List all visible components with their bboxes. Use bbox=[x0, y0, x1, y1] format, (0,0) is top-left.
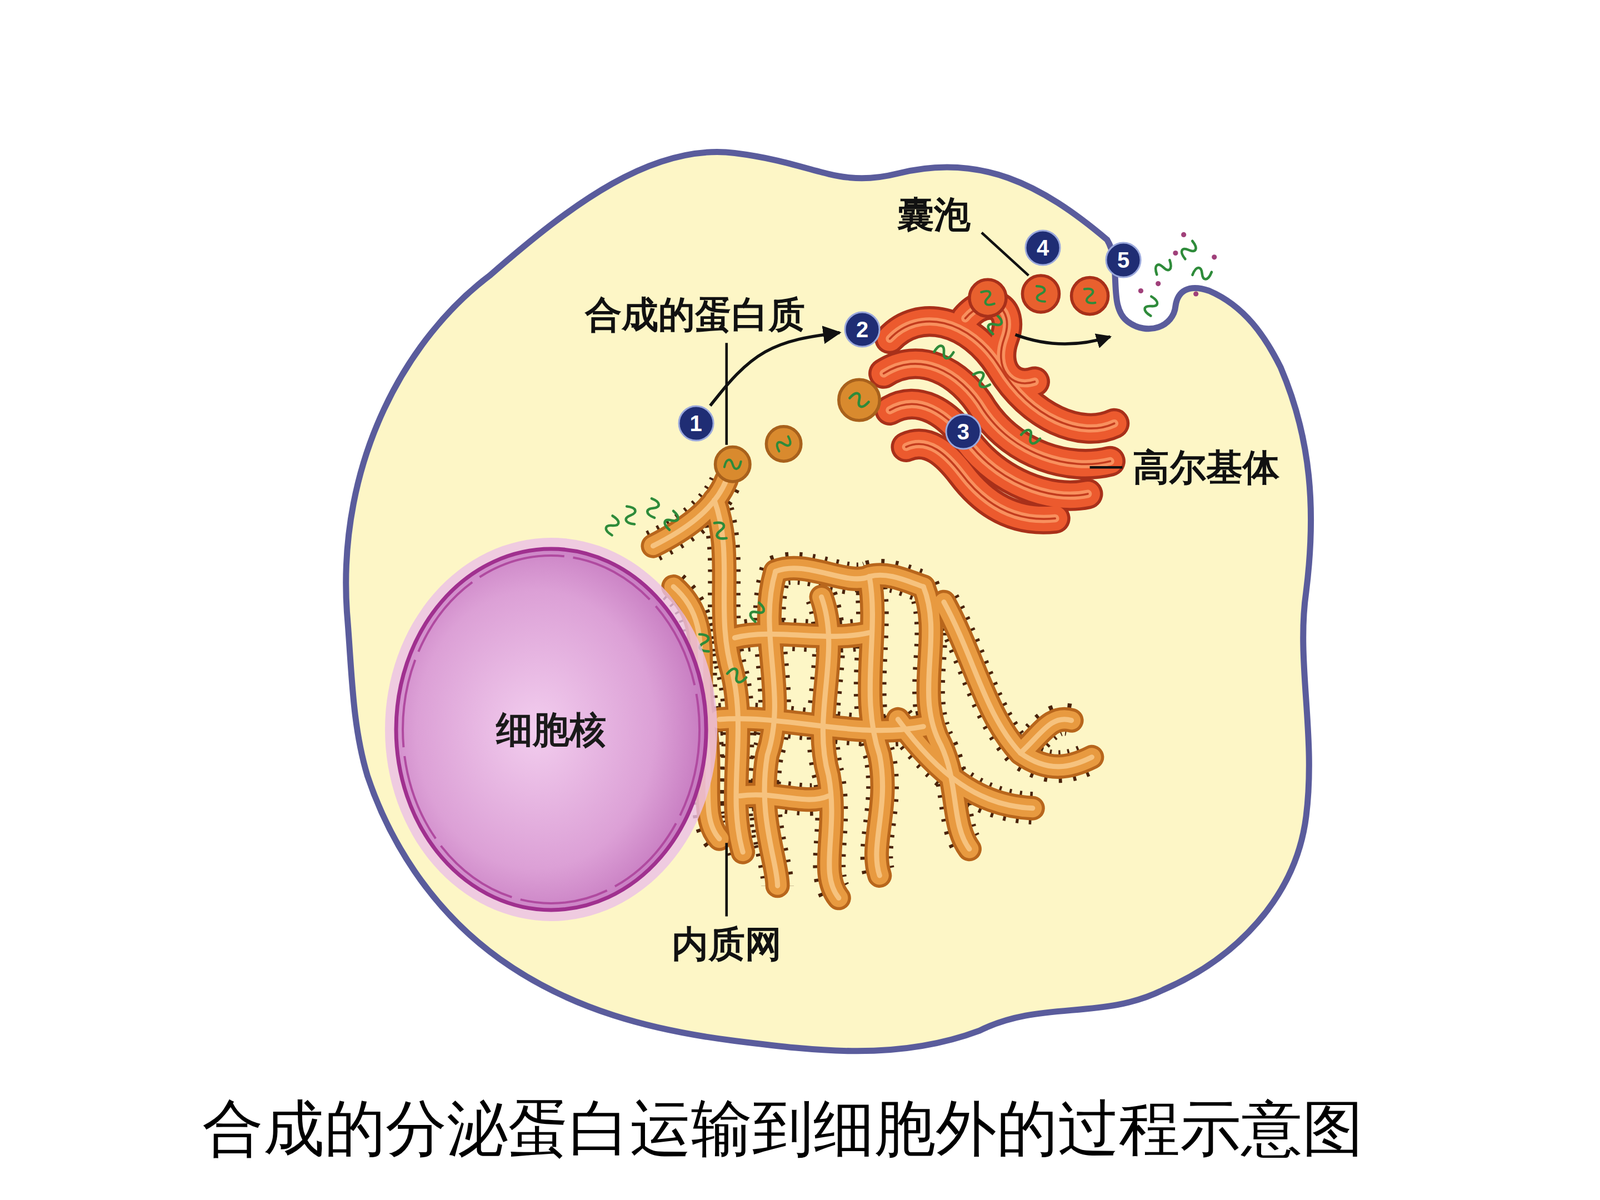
badge-circle bbox=[946, 414, 981, 449]
protein-chain bbox=[1020, 427, 1042, 446]
callout-number: 2 bbox=[856, 318, 869, 341]
part-label: 囊泡 bbox=[897, 193, 971, 235]
golgi-apparatus bbox=[883, 304, 1115, 519]
secreted-particle bbox=[1211, 254, 1217, 260]
er-vesicle bbox=[838, 379, 880, 420]
er-outline bbox=[653, 479, 1093, 898]
protein-chain bbox=[662, 510, 680, 532]
golgi-vesicle bbox=[1022, 275, 1059, 313]
node-outline bbox=[1105, 241, 1142, 279]
node-text-group: 5 bbox=[1117, 248, 1130, 272]
leader-line bbox=[981, 232, 1029, 276]
node-outline bbox=[677, 405, 715, 442]
badge-circle bbox=[678, 406, 714, 441]
node-text-group: 细胞核 bbox=[496, 709, 607, 750]
nucleus-shape: 细胞核 bbox=[382, 535, 720, 924]
endoplasmic-reticulum bbox=[653, 479, 1093, 898]
figure-caption: 合成的分泌蛋白运输到细胞外的过程示意图 bbox=[202, 1093, 1364, 1162]
leader-line bbox=[1090, 466, 1123, 469]
protein-chain bbox=[697, 632, 712, 653]
er-highlight bbox=[653, 479, 1093, 898]
transport-arrow bbox=[710, 332, 840, 406]
nucleus-halo bbox=[385, 537, 718, 922]
protein-chain bbox=[774, 435, 793, 453]
protein-chain bbox=[1178, 240, 1199, 261]
callout-badge: 2 bbox=[843, 311, 881, 348]
secreted-particle bbox=[1172, 250, 1178, 256]
node-text-group: 3 bbox=[957, 420, 970, 443]
golgi-outline bbox=[883, 304, 1115, 519]
inner-membrane bbox=[402, 555, 700, 904]
golgi-vesicle bbox=[1071, 277, 1109, 315]
er-vesicle bbox=[766, 426, 801, 462]
protein-chains bbox=[604, 498, 767, 685]
part-label: 内质网 bbox=[671, 923, 782, 965]
protein-chain bbox=[979, 288, 996, 308]
badge-circle bbox=[845, 312, 880, 347]
protein-chain bbox=[625, 505, 637, 525]
organelle-name: 细胞核 bbox=[496, 709, 607, 750]
node-outline bbox=[382, 535, 720, 924]
protein-chain bbox=[646, 498, 660, 519]
part-label: 高尔基体 bbox=[1132, 447, 1280, 488]
protein-chain bbox=[1035, 285, 1047, 303]
protein-chain bbox=[712, 520, 729, 541]
protein-chain bbox=[848, 391, 870, 409]
er-vesicle bbox=[715, 446, 750, 482]
callout-number: 4 bbox=[1036, 236, 1049, 259]
callout-badge: 5 bbox=[1105, 241, 1142, 279]
protein-chain bbox=[604, 515, 620, 536]
badge-circle bbox=[1025, 230, 1060, 265]
er-body bbox=[653, 479, 1093, 898]
node-outline bbox=[843, 311, 881, 348]
leader-line bbox=[725, 842, 728, 917]
leader-line bbox=[725, 342, 728, 445]
protein-chain bbox=[971, 369, 992, 390]
node-outline bbox=[1024, 229, 1062, 267]
protein-chain bbox=[724, 460, 742, 469]
ribosome-dots bbox=[653, 479, 1093, 898]
protein-chain bbox=[1152, 258, 1174, 277]
callout-number: 3 bbox=[957, 420, 970, 443]
secreted-proteins bbox=[1138, 232, 1217, 317]
nuclear-envelope bbox=[396, 548, 707, 910]
protein-chain bbox=[1082, 286, 1097, 306]
protein-chain bbox=[1192, 266, 1213, 280]
vesicles bbox=[715, 275, 1109, 482]
golgi-lumen bbox=[883, 304, 1115, 519]
secreted-particle bbox=[1155, 281, 1161, 287]
badge-circle bbox=[1106, 242, 1141, 278]
node-text-group: 2 bbox=[856, 318, 869, 341]
transport-arrow bbox=[1015, 334, 1111, 344]
part-label: 合成的蛋白质 bbox=[585, 293, 805, 335]
callout-badge: 4 bbox=[1024, 229, 1062, 267]
golgi-highlight bbox=[883, 304, 1115, 519]
callout-number: 5 bbox=[1117, 248, 1130, 272]
secreted-particle bbox=[1181, 232, 1187, 238]
secreted-particle bbox=[1193, 291, 1199, 297]
node-outline bbox=[945, 413, 982, 450]
secreted-particle bbox=[1138, 288, 1144, 294]
node-text-group: 4 bbox=[1036, 236, 1049, 259]
golgi-proteins bbox=[933, 313, 1042, 446]
leader-lines bbox=[726, 232, 1123, 917]
callout-badge: 3 bbox=[945, 413, 982, 450]
cell-membrane bbox=[346, 152, 1312, 1052]
protein-chain bbox=[726, 666, 748, 685]
protein-chain bbox=[933, 344, 954, 360]
protein-chain bbox=[1143, 295, 1159, 317]
protein-chain bbox=[748, 601, 767, 623]
callout-number: 1 bbox=[690, 412, 703, 435]
node-text-group: 1 bbox=[690, 412, 703, 435]
callout-badge: 1 bbox=[677, 405, 715, 442]
golgi-vesicle bbox=[969, 279, 1007, 317]
golgi-body bbox=[883, 304, 1115, 519]
